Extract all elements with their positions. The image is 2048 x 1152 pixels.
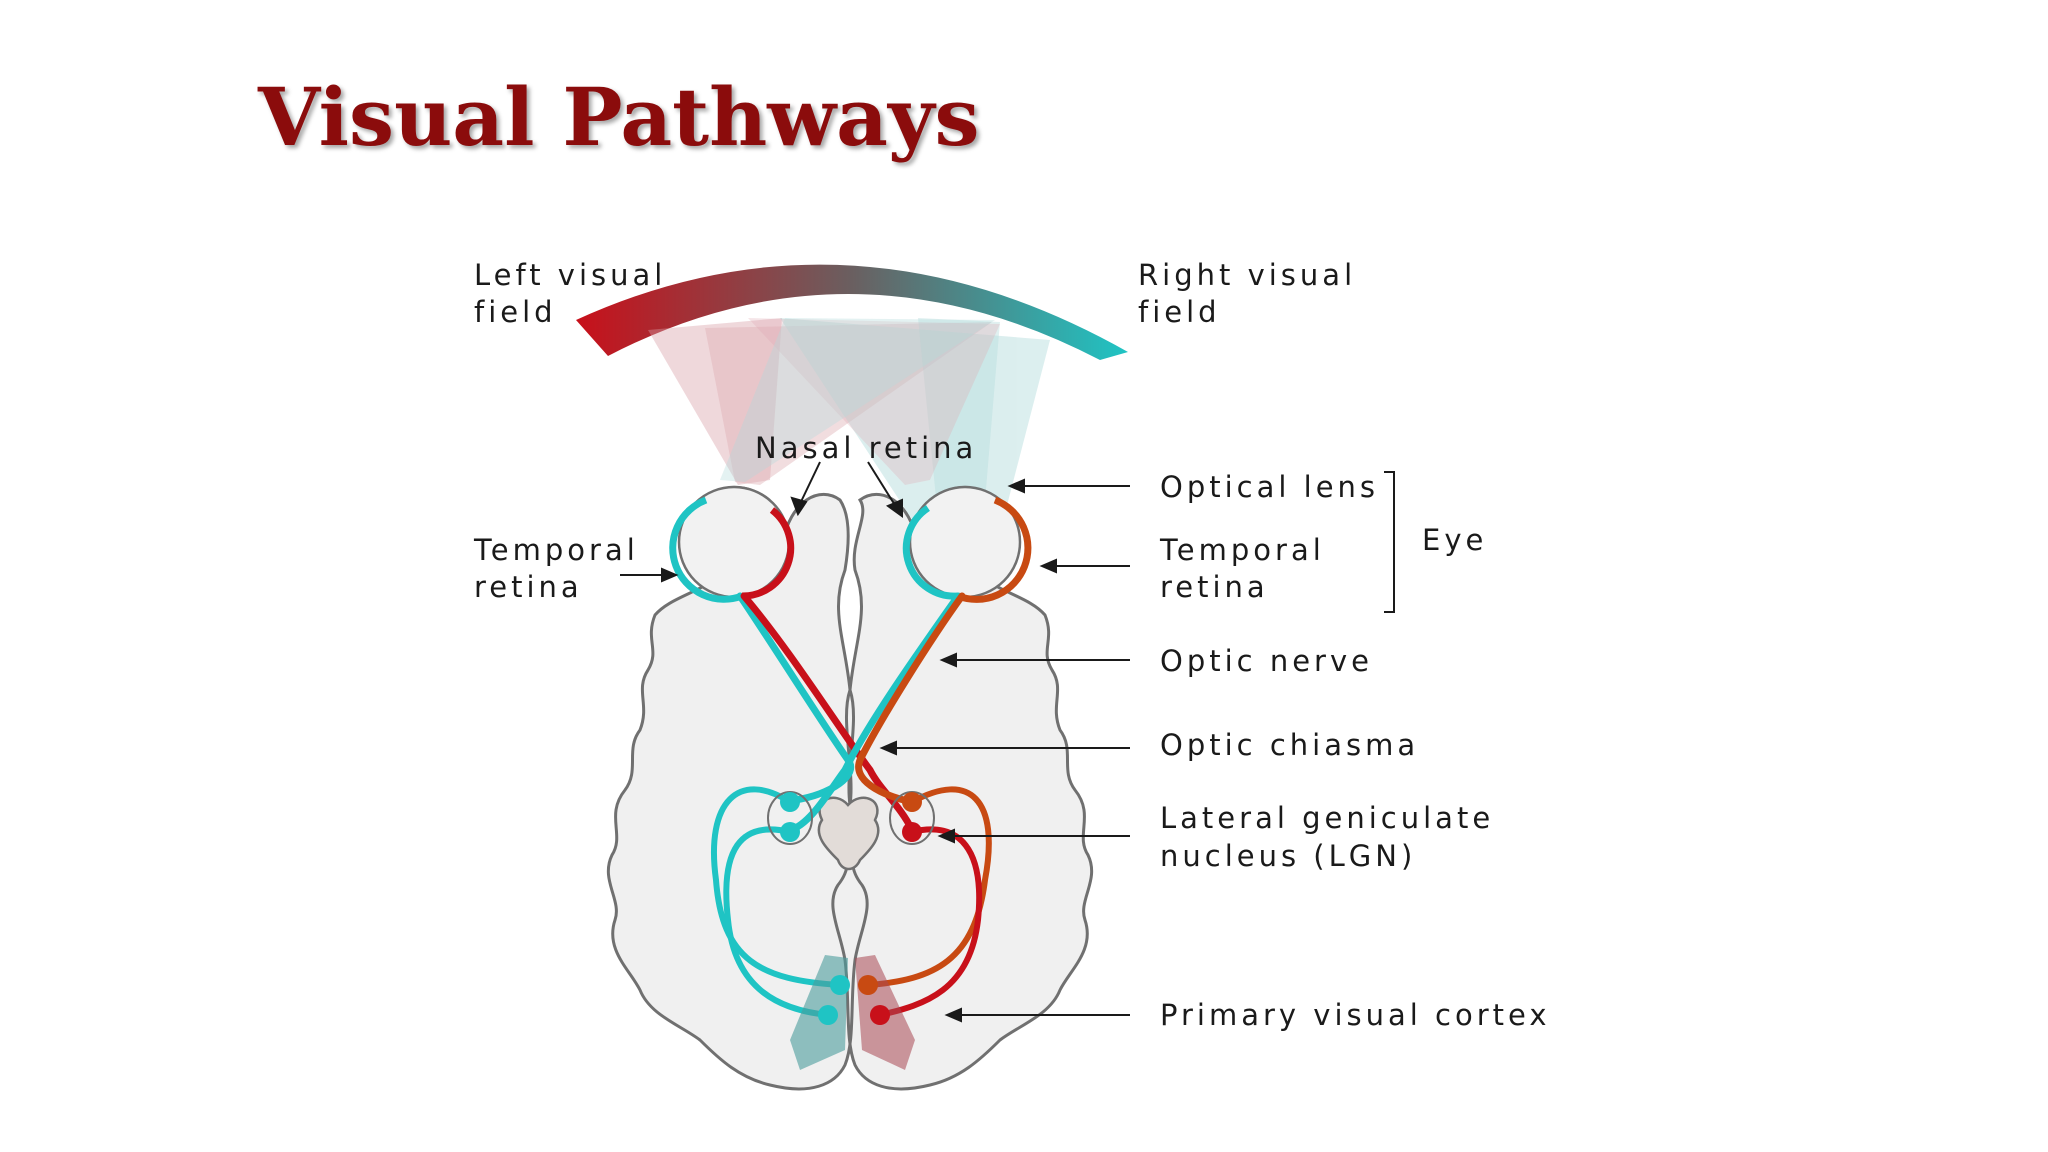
cortex-dot-right-2 [870,1005,890,1025]
right-eye [902,485,1032,603]
label-optic-nerve: Optic nerve [1160,644,1373,678]
lgn-right [889,791,935,845]
label-right-visual-field-2: field [1138,295,1221,329]
label-right-visual-field-1: Right visual [1138,258,1356,292]
label-left-visual-field-1: Left visual [474,258,666,292]
label-lgn-2: nucleus (LGN) [1160,839,1416,873]
label-eye: Eye [1422,523,1487,557]
label-left-visual-field-2: field [474,295,557,329]
label-nasal-retina: Nasal retina [755,431,977,465]
cortex-dot-right-1 [858,975,878,995]
cortex-dot-left-2 [818,1005,838,1025]
label-temporal-retina-left-2: retina [474,570,583,604]
label-temporal-retina-left-1: Temporal [473,533,639,567]
left-eye [669,485,795,603]
label-temporal-retina-right-1: Temporal [1159,533,1325,567]
label-optical-lens: Optical lens [1160,470,1379,504]
label-lgn-1: Lateral geniculate [1160,801,1494,835]
cortex-dot-left-1 [830,975,850,995]
pointer-arrows [620,461,1395,1023]
brain-outline [606,492,1094,1091]
label-optic-chiasma: Optic chiasma [1160,728,1419,762]
optic-pathways [711,592,992,1018]
visual-field-arc [576,264,1128,360]
lgn-left [767,791,813,845]
brainstem [817,796,880,871]
label-primary-visual-cortex: Primary visual cortex [1160,998,1551,1032]
page-title: Visual Pathways [258,70,980,164]
label-temporal-retina-right-2: retina [1160,570,1269,604]
